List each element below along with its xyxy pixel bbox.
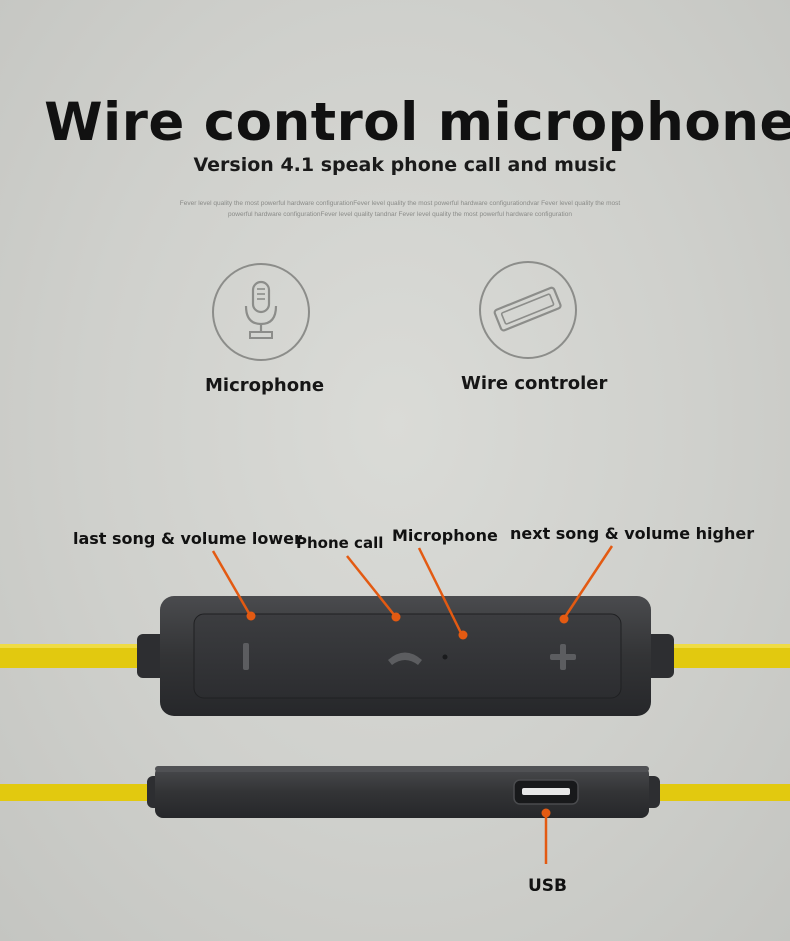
callout-phone-call: Phone call xyxy=(296,534,384,552)
fine-print-line-1: Fever level quality the most powerful ha… xyxy=(179,200,621,207)
fine-print: Fever level quality the most powerful ha… xyxy=(130,198,670,220)
feature-label-wire-controler: Wire controler xyxy=(461,373,608,394)
feature-label-microphone: Microphone xyxy=(205,375,325,396)
volume-down-button[interactable] xyxy=(243,643,249,670)
fine-print-line-2: powerful hardware configurationFever lev… xyxy=(228,211,572,218)
callout-lines xyxy=(211,545,614,864)
phone-call-icon[interactable] xyxy=(388,652,422,666)
microphone-feature-icon xyxy=(211,262,311,362)
callout-next-song: next song & volume higher xyxy=(510,524,755,543)
microphone-hole xyxy=(442,654,448,660)
microphone-icon xyxy=(212,263,310,361)
callout-dots xyxy=(246,611,569,818)
callout-last-song: last song & volume lower xyxy=(73,529,302,548)
page-subtitle: Version 4.1 speak phone call and music xyxy=(193,154,617,176)
page-title: Wire control microphone xyxy=(44,92,790,153)
top-left-strain-relief xyxy=(137,634,167,678)
controller-front xyxy=(160,596,651,716)
callout-microphone: Microphone xyxy=(392,526,498,545)
callout-usb: USB xyxy=(528,876,568,896)
wire-controller-feature-icon xyxy=(478,260,578,360)
wire-controller-icon xyxy=(479,261,577,359)
controller-side xyxy=(155,766,649,818)
bottom-cable xyxy=(0,784,790,801)
